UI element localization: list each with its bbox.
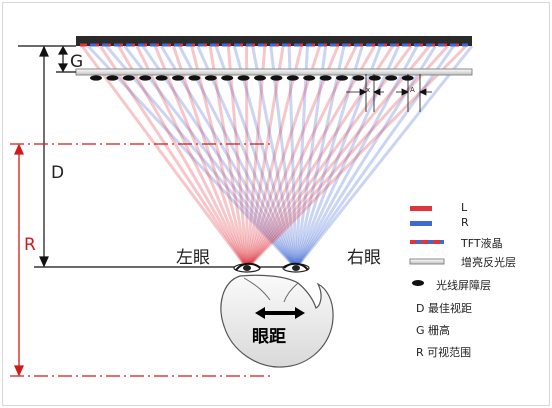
ray-left	[245, 45, 395, 269]
r-dimension	[10, 143, 272, 377]
g-dimension	[56, 45, 76, 73]
barrier-slit	[303, 75, 316, 81]
ray-left	[245, 45, 340, 269]
pitch-markers	[346, 74, 432, 112]
tft-panel	[76, 36, 472, 47]
ray-right	[294, 45, 346, 269]
ray-left	[245, 45, 413, 269]
ray-right	[294, 45, 474, 269]
barrier-slit	[122, 75, 135, 81]
barrier-slit	[237, 75, 250, 81]
barrier-slit	[188, 75, 201, 81]
legend-l-label: L	[461, 201, 468, 214]
legend-barrier-swatch	[412, 280, 424, 286]
ray-right	[159, 45, 298, 269]
barrier-slit	[368, 75, 381, 81]
ray-right	[269, 45, 298, 269]
g-label: G	[70, 52, 84, 72]
legend-r-label: R	[461, 216, 469, 229]
ray-left	[245, 45, 358, 269]
legend-l-swatch	[410, 206, 432, 211]
legend-g-label: G 栅高	[416, 324, 451, 337]
ray-right	[86, 44, 298, 270]
ray-right	[196, 45, 298, 269]
barrier-slit	[385, 75, 398, 81]
ray-right	[294, 45, 382, 269]
barrier-slit	[270, 75, 283, 81]
ar-layer	[75, 68, 473, 76]
right-eye-label: 右眼	[347, 248, 381, 268]
ray-left	[208, 45, 249, 269]
barrier-slit	[319, 75, 332, 81]
light-rays	[80, 44, 474, 270]
ray-right	[294, 45, 364, 269]
ray-right	[294, 45, 309, 269]
barrier-slit	[286, 75, 299, 81]
barrier-slit	[352, 75, 365, 81]
ray-left	[245, 45, 431, 269]
ray-left	[190, 45, 249, 269]
ray-left	[245, 44, 449, 270]
barrier-slit	[172, 75, 184, 81]
parallax-barrier	[90, 75, 414, 81]
ray-right	[251, 45, 298, 269]
barrier-slit	[221, 75, 234, 81]
ray-right	[294, 45, 419, 269]
barrier-slit	[204, 75, 217, 81]
legend-ar-swatch	[409, 258, 445, 265]
ray-left	[172, 45, 249, 269]
legend-barrier-label: 光线屏障层	[436, 279, 491, 292]
ray-left	[245, 45, 303, 269]
ray-left	[245, 45, 322, 269]
barrier-slit	[106, 75, 119, 81]
ray-right	[141, 45, 298, 269]
pitch-a-label: A	[410, 86, 415, 94]
ray-left	[99, 45, 249, 269]
ray-left	[245, 45, 285, 269]
ray-left	[245, 45, 267, 269]
barrier-slit	[139, 75, 152, 81]
r-label: R	[24, 235, 36, 255]
d-label: D	[51, 163, 65, 183]
barrier-slit	[254, 75, 266, 81]
barrier-slit	[90, 75, 102, 81]
ray-right	[214, 45, 298, 269]
ray-right	[294, 45, 401, 269]
pitch-x-label: x	[366, 86, 371, 94]
ray-left	[245, 45, 376, 269]
legend-d-label: D 最佳视距	[416, 302, 472, 315]
barrier-slit	[336, 75, 348, 81]
ray-left	[135, 45, 249, 269]
legend-ar-label: 增亮反光层	[461, 256, 516, 269]
legend-r-range-label: R 可视范围	[416, 346, 472, 359]
legend-swatches	[409, 206, 445, 286]
ray-right	[294, 45, 437, 269]
ray-right	[105, 45, 298, 269]
legend-tft-swatch	[410, 240, 444, 244]
ray-left	[80, 45, 249, 269]
ray-right	[294, 45, 328, 269]
legend-tft-label: TFT液晶	[461, 237, 503, 250]
ray-right	[178, 45, 298, 269]
viewer-head	[220, 262, 334, 368]
ray-right	[287, 45, 298, 269]
barrier-slit	[155, 75, 168, 81]
ray-right	[123, 45, 298, 269]
ray-right	[294, 45, 455, 269]
ray-left	[245, 44, 468, 270]
legend-r-swatch	[410, 221, 432, 226]
ray-left	[226, 45, 249, 269]
ray-left	[117, 45, 249, 269]
ray-right	[232, 45, 298, 269]
eye-distance-label: 眼距	[252, 327, 286, 347]
left-eye-label: 左眼	[176, 248, 210, 268]
ray-left	[153, 45, 249, 269]
